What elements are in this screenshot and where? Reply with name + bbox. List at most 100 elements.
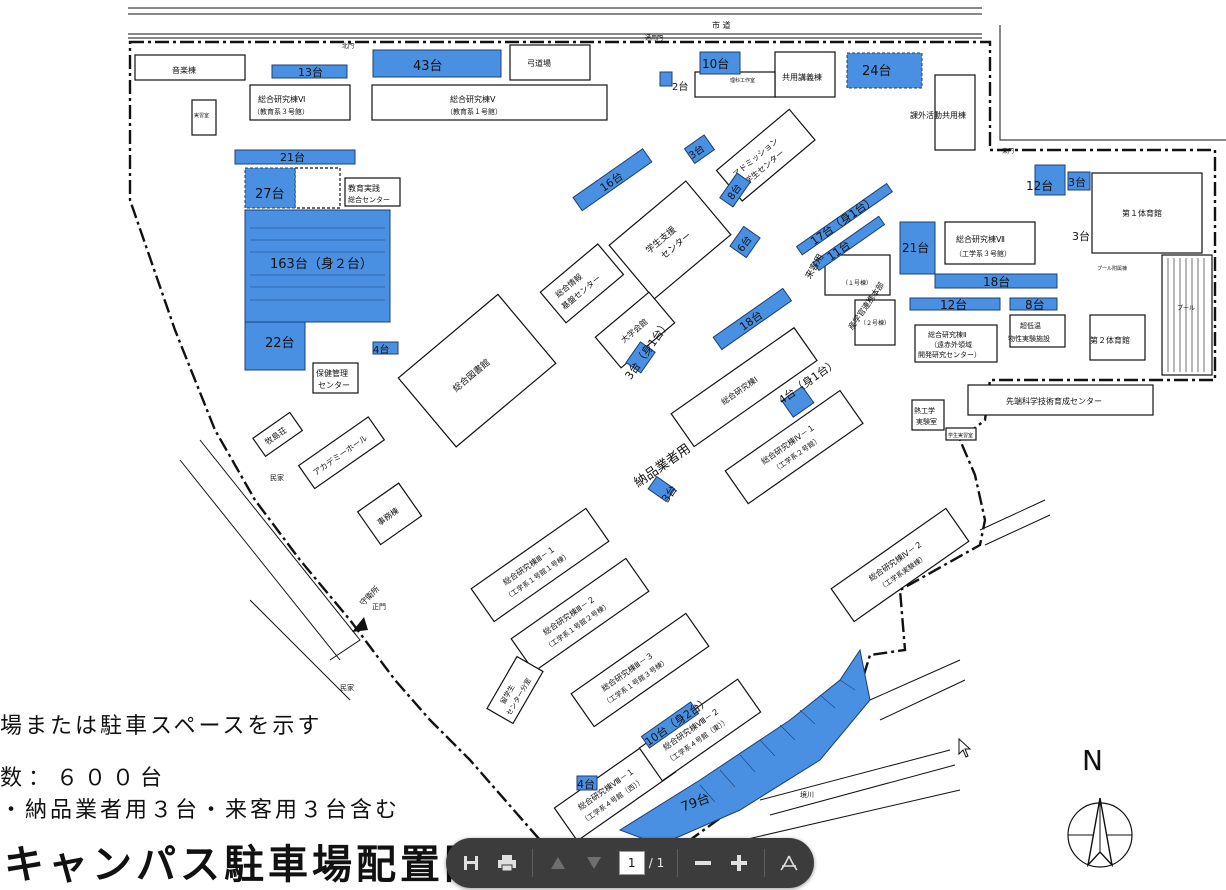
rika-label: 理科工作室 [730, 77, 755, 84]
parking-16 [572, 148, 653, 212]
kyoiku-label: 教育実践 [348, 183, 380, 193]
parking-12a [1034, 164, 1066, 196]
east-gate-label: 東門 [1002, 147, 1014, 155]
sogo2-label: 総合研究棟Ⅱ [928, 330, 966, 339]
sogo5-label: 総合研究棟Ⅴ [450, 94, 496, 104]
building-joho [539, 243, 625, 324]
building-sogo7 [944, 221, 1036, 265]
zoom-in-icon [731, 855, 748, 871]
building-kyoyo [774, 51, 836, 98]
map-title: キャンパス駐車場配置図 [4, 842, 488, 888]
north-label: N [1082, 744, 1103, 777]
zoom-out-button[interactable] [691, 851, 715, 875]
sogo5-sub: （教育系１号館） [446, 107, 502, 116]
parking-17 [795, 182, 894, 256]
previous-page-button[interactable] [546, 851, 570, 875]
hoken-label: 保健管理 [316, 368, 348, 378]
pool-lanes [1167, 258, 1205, 372]
parking-43 [372, 49, 502, 78]
building-sogo3-2 [510, 557, 650, 673]
parking-22-label: 22台 [265, 336, 295, 351]
mouse-cursor-icon [958, 738, 972, 758]
building-jikkenshitsu [191, 99, 217, 136]
chotei-sub: 物性実験施設 [1008, 334, 1050, 343]
building-gakusei-kyoshitsu [945, 427, 977, 441]
chotei-label: 超低温 [1020, 321, 1041, 330]
building-ryugakusei [486, 655, 544, 725]
neighbor-house-label: 民家 [340, 683, 354, 692]
pool-annex-label: プール附属棟 [1097, 265, 1127, 272]
pool-label: プール [1177, 305, 1195, 312]
legend-total: 数：６００台 [0, 766, 169, 791]
parking-11 [812, 215, 886, 272]
acrobat-button[interactable] [777, 851, 801, 875]
parking-10b [640, 701, 700, 749]
sogo6-label: 総合研究棟Ⅵ [258, 94, 305, 104]
parking-3a [683, 134, 716, 165]
sogo7-label: 総合研究棟Ⅶ [956, 234, 1005, 244]
parking-10-label: 10台 [702, 56, 729, 71]
main-gate-label: 正門 [372, 603, 386, 611]
building-sogo3-3 [570, 612, 710, 728]
building-kyudo [509, 44, 591, 81]
river-label: 境川 [800, 790, 814, 799]
parking-22 [244, 321, 306, 371]
parking-2-label: 2台 [672, 80, 688, 93]
parking-8b [1009, 297, 1058, 311]
parking-79-stalls [699, 679, 856, 803]
kagai-label: 課外活動共用棟 [910, 110, 966, 120]
parking-13-label: 13台 [298, 65, 323, 79]
kyudo-label: 弓道場 [527, 58, 551, 68]
zoom-in-button[interactable] [727, 851, 751, 875]
second-gym-label: 第２体育館 [1090, 335, 1130, 345]
parking-2 [659, 71, 673, 87]
parking-21a [234, 149, 356, 165]
parking-24-label: 24台 [862, 64, 892, 79]
toolbar-separator [763, 849, 765, 877]
jikkenshitsu-label: 実習室 [194, 112, 209, 119]
building-hoken [312, 362, 359, 394]
building-music [134, 54, 246, 81]
toolbar-separator [531, 849, 533, 877]
save-button[interactable] [459, 851, 483, 875]
parking-3b-label: 3台 [1068, 175, 1086, 189]
gakusei-kyoshitsu-label: 学生実習室 [948, 432, 973, 439]
sogo2-sub2: 開発研究センター） [918, 350, 981, 359]
building-nigo [854, 299, 896, 346]
top-road: 市 道 北門 通用門 [128, 7, 982, 50]
zoom-out-icon [694, 861, 711, 865]
parking-3c-label: 3台 [1072, 229, 1090, 243]
sentan-label: 先端科学技術育成センター [1006, 396, 1102, 406]
building-makishimaso [252, 411, 304, 458]
parking-79 [618, 648, 871, 846]
page-number-input[interactable] [618, 851, 645, 875]
first-gym-label: 第１体育館 [1122, 208, 1162, 218]
pdf-toolbar: / 1 [446, 838, 814, 888]
parking-21a-label: 21台 [280, 150, 305, 164]
parking-8a [719, 172, 751, 208]
parking-3e [647, 475, 676, 503]
next-page-button[interactable] [582, 851, 606, 875]
building-jimu [356, 482, 423, 546]
building-sogo2 [914, 324, 998, 363]
parking-163 [244, 209, 391, 323]
page-number-box: / 1 [618, 851, 665, 875]
parking-12b [909, 297, 1001, 311]
building-library [397, 293, 557, 448]
parking-10 [699, 51, 741, 75]
print-button[interactable] [495, 851, 519, 875]
parking-24 [846, 52, 923, 89]
top-road-label: 市 道 [712, 20, 731, 30]
house-label-left: 民家 [270, 473, 284, 482]
building-sogo4-1 [724, 389, 864, 505]
page-total: / 1 [648, 856, 665, 870]
parking-18a-label: 18台 [983, 274, 1010, 289]
parking-3d [625, 341, 656, 374]
parking-43-label: 43台 [413, 59, 443, 74]
parking-21b-label: 21台 [902, 240, 929, 255]
building-ichigo [824, 254, 891, 296]
ichigo-label: （１号棟） [842, 279, 872, 287]
parking-4c-label: 4台 [577, 777, 595, 791]
page-up-icon [550, 857, 565, 869]
sogo6-sub: （教育系３号館） [253, 107, 309, 116]
